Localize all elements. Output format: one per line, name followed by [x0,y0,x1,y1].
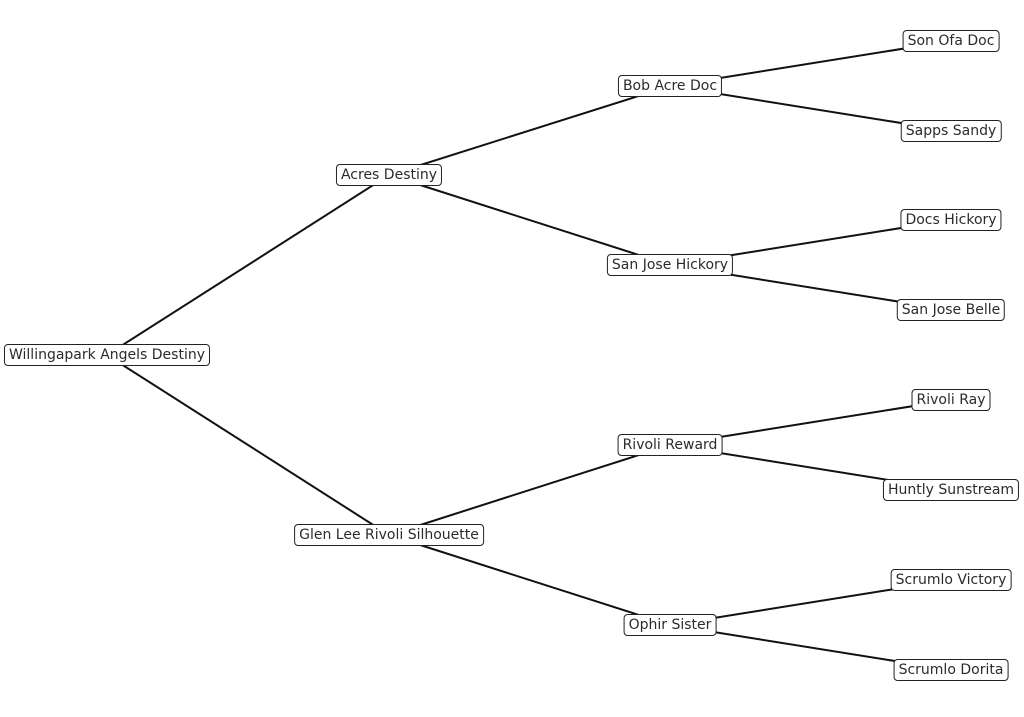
edge-sire-sire_sire [388,85,671,176]
edge-dam-dam_sire [388,444,671,536]
edge-dam-dam_dam [388,534,671,626]
node-ds-dam: Huntly Sunstream [882,479,1020,501]
node-root: Willingapark Angels Destiny [3,344,211,366]
node-sire-dam: San Jose Hickory [606,254,734,276]
node-dd-dam: Scrumlo Dorita [893,659,1009,681]
node-dam-dam: Ophir Sister [623,614,717,636]
node-sire-sire: Bob Acre Doc [617,75,723,97]
node-ss-dam: Sapps Sandy [900,120,1002,142]
node-sd-dam: San Jose Belle [896,299,1006,321]
edge-root-sire [106,174,390,356]
node-ds-sire: Rivoli Ray [911,389,991,411]
node-dd-sire: Scrumlo Victory [890,569,1012,591]
edge-root-dam [106,354,390,536]
node-ss-sire: Son Ofa Doc [902,30,1000,52]
node-sd-sire: Docs Hickory [900,209,1002,231]
node-dam-sire: Rivoli Reward [617,434,723,456]
node-sire: Acres Destiny [335,164,443,186]
node-dam: Glen Lee Rivoli Silhouette [294,524,484,546]
edge-sire-sire_dam [388,174,671,266]
